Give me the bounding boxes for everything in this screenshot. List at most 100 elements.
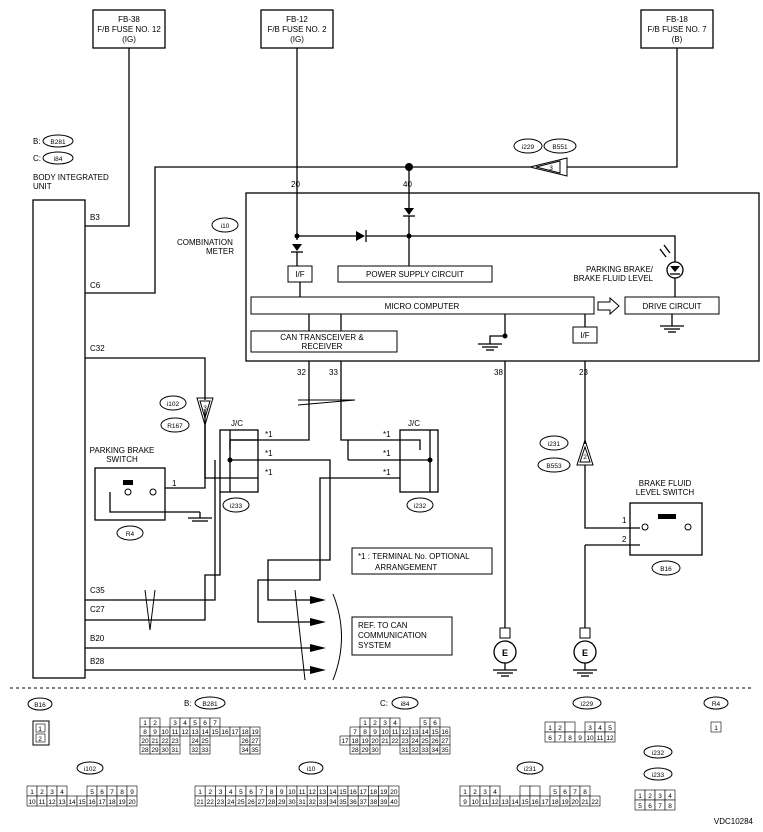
svg-text:18: 18 (551, 799, 559, 806)
svg-text:I/F: I/F (580, 331, 589, 340)
svg-text:5: 5 (90, 789, 94, 796)
svg-text:19: 19 (561, 799, 569, 806)
svg-text:16: 16 (221, 729, 229, 736)
note-text: *1 : TERMINAL No. OPTIONAL (358, 552, 470, 561)
svg-text:4: 4 (183, 720, 187, 727)
svg-text:i84: i84 (401, 701, 410, 708)
can-reference-text: REF. TO CAN (358, 621, 408, 630)
fuse-id: FB-18 (666, 15, 688, 24)
svg-text:E: E (582, 648, 588, 658)
svg-text:i229: i229 (581, 701, 594, 708)
fluid-switch-title: BRAKE FLUID (639, 479, 692, 488)
svg-text:10: 10 (288, 789, 296, 796)
svg-text:15: 15 (339, 789, 347, 796)
svg-text:6: 6 (249, 789, 253, 796)
svg-text:B28: B28 (90, 657, 105, 666)
svg-text:B551: B551 (552, 144, 568, 151)
fuse-fb18: FB-18 F/B FUSE NO. 7 (B) (640, 9, 714, 49)
svg-text:24: 24 (191, 738, 199, 745)
svg-text:2: 2 (583, 454, 587, 461)
svg-text:METER: METER (206, 247, 234, 256)
svg-text:26: 26 (431, 738, 439, 745)
svg-text:11: 11 (39, 799, 46, 806)
combination-meter: i10 COMBINATION METER 20 40 I/F POWER SU… (177, 180, 760, 377)
svg-text:2: 2 (208, 789, 212, 796)
svg-text:20: 20 (291, 180, 300, 189)
svg-text:15: 15 (521, 799, 529, 806)
svg-text:*1: *1 (383, 449, 391, 458)
svg-text:16: 16 (88, 799, 96, 806)
svg-text:*1: *1 (383, 468, 391, 477)
svg-text:29: 29 (151, 747, 159, 754)
note-box: *1 : TERMINAL No. OPTIONAL ARRANGEMENT (351, 547, 493, 575)
svg-text:5: 5 (193, 720, 197, 727)
svg-text:14: 14 (68, 799, 76, 806)
svg-text:32: 32 (309, 799, 317, 806)
svg-text:2: 2 (473, 789, 477, 796)
svg-text:C:: C: (33, 154, 41, 163)
svg-text:5: 5 (239, 789, 243, 796)
svg-text:19: 19 (380, 789, 388, 796)
svg-text:1: 1 (548, 725, 552, 732)
legend-b16: B16 1 2 (27, 697, 53, 746)
svg-text:8: 8 (120, 789, 124, 796)
svg-text:27: 27 (258, 799, 266, 806)
svg-text:30: 30 (288, 799, 296, 806)
svg-text:1: 1 (363, 720, 367, 727)
svg-text:7: 7 (213, 720, 217, 727)
svg-text:29: 29 (278, 799, 286, 806)
svg-text:2: 2 (373, 720, 377, 727)
svg-text:32: 32 (297, 368, 306, 377)
svg-text:11: 11 (597, 735, 604, 742)
svg-text:4: 4 (393, 720, 397, 727)
svg-text:C6: C6 (90, 281, 101, 290)
svg-text:13: 13 (319, 789, 327, 796)
svg-text:1: 1 (198, 789, 202, 796)
svg-text:B3: B3 (90, 213, 100, 222)
svg-text:14: 14 (511, 799, 519, 806)
svg-text:7: 7 (573, 789, 577, 796)
svg-text:5: 5 (423, 720, 427, 727)
svg-text:9: 9 (153, 729, 157, 736)
svg-text:34: 34 (431, 747, 439, 754)
svg-text:13: 13 (501, 799, 509, 806)
svg-text:15: 15 (78, 799, 86, 806)
body-integrated-unit: B: B281 C: i84 BODY INTEGRATED UNIT B3 C… (32, 134, 109, 679)
svg-text:3: 3 (173, 720, 177, 727)
svg-text:7: 7 (110, 789, 114, 796)
svg-text:12: 12 (401, 729, 409, 736)
parking-brake-switch: PARKING BRAKE SWITCH 1 R4 (90, 446, 212, 541)
svg-text:5: 5 (638, 803, 642, 810)
biu-title: BODY INTEGRATED (33, 173, 109, 182)
svg-text:22: 22 (161, 738, 169, 745)
junction-i232: J/C *1 *1 *1 i232 (383, 419, 439, 513)
svg-text:21: 21 (581, 799, 589, 806)
power-supply-circuit: POWER SUPPLY CIRCUIT (366, 270, 464, 279)
svg-text:12: 12 (491, 799, 499, 806)
brake-fluid-level-switch: BRAKE FLUID LEVEL SWITCH 1 2 B16 (622, 479, 703, 576)
svg-text:B16: B16 (34, 702, 46, 709)
svg-text:9: 9 (130, 789, 134, 796)
svg-text:BRAKE FLUID LEVEL: BRAKE FLUID LEVEL (573, 274, 653, 283)
fuse-name: F/B FUSE NO. 2 (267, 25, 327, 34)
junction-i233: J/C *1 *1 *1 i233 (219, 419, 273, 513)
svg-text:4: 4 (668, 793, 672, 800)
svg-text:*1: *1 (265, 430, 273, 439)
svg-text:B16: B16 (660, 566, 672, 573)
svg-text:10: 10 (381, 729, 389, 736)
svg-text:25: 25 (421, 738, 429, 745)
svg-text:36: 36 (349, 799, 357, 806)
svg-text:B20: B20 (90, 634, 105, 643)
svg-text:13: 13 (58, 799, 66, 806)
svg-text:3: 3 (50, 789, 54, 796)
svg-text:2: 2 (40, 789, 44, 796)
svg-text:7: 7 (658, 803, 662, 810)
svg-text:26: 26 (241, 738, 249, 745)
fuse-name: F/B FUSE NO. 7 (647, 25, 707, 34)
svg-text:9: 9 (578, 735, 582, 742)
svg-text:C32: C32 (90, 344, 105, 353)
svg-text:R167: R167 (167, 423, 183, 430)
svg-text:21: 21 (196, 799, 204, 806)
